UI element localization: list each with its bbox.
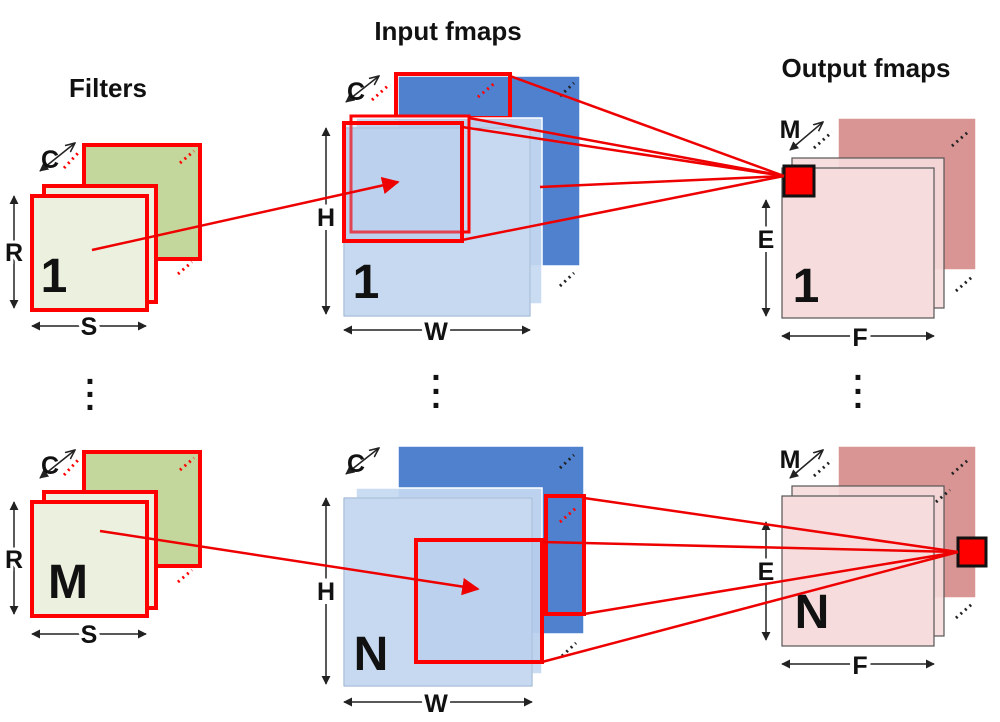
projection-line: [468, 116, 785, 178]
output-height-label: E: [758, 226, 775, 254]
svg-text:.: .: [85, 380, 94, 418]
filter-width-label-last: S: [81, 621, 98, 649]
filter-to-input-arrow-first: [91, 176, 400, 252]
output-fmaps-heading: Output fmaps: [782, 53, 951, 83]
input-channel-label: C: [347, 78, 365, 106]
filter-stack-last: C R S M: [2, 450, 202, 653]
filter-channel-label: C: [41, 146, 59, 174]
input-stack-first: C H W 1: [313, 72, 581, 350]
output-width-label: F: [852, 324, 867, 352]
projection-line: [583, 550, 959, 616]
input-index-first: 1: [353, 256, 380, 309]
filters-heading: Filters: [69, 73, 147, 103]
output-channel-label-last: M: [780, 446, 801, 474]
output-stack-last: M E F N: [754, 445, 988, 684]
input-height-label: H: [317, 204, 335, 232]
projection-line: [541, 550, 959, 664]
input-fmaps-heading: Input fmaps: [374, 16, 521, 46]
filter-stack-first: C R S 1: [2, 143, 202, 345]
output-width-label-last: F: [852, 652, 867, 680]
svg-text:.: .: [431, 364, 440, 402]
filter-height-label-last: R: [5, 546, 23, 574]
input-width-label: W: [424, 318, 448, 346]
projection-line: [583, 496, 959, 554]
filter-channel-label-last: C: [41, 452, 59, 480]
input-index-last: N: [354, 628, 389, 681]
filter-to-input-arrow-last: [99, 529, 480, 596]
filter-index-last: M: [48, 556, 88, 609]
svg-text:.: .: [431, 378, 440, 416]
input-stack-last: C H W N: [313, 445, 586, 722]
svg-text:.: .: [853, 378, 862, 416]
svg-text:.: .: [431, 350, 440, 388]
filter-width-label: S: [81, 313, 98, 341]
projection-line: [509, 74, 785, 178]
filter-index-first: 1: [41, 250, 68, 303]
vertical-ellipsis-row: . . . . . . . . .: [85, 350, 862, 418]
output-stack-first: M E F 1: [754, 116, 977, 356]
svg-text:.: .: [853, 350, 862, 388]
projection-line: [541, 540, 959, 554]
filter-height-label: R: [5, 239, 23, 267]
svg-text:.: .: [85, 367, 94, 405]
svg-text:.: .: [853, 364, 862, 402]
projection-line: [461, 174, 785, 242]
svg-text:.: .: [85, 354, 94, 392]
output-channel-label: M: [780, 116, 801, 144]
projection-line: [539, 174, 785, 189]
projection-line: [461, 125, 785, 178]
input-height-label-last: H: [317, 578, 335, 606]
connector-lines: [91, 74, 959, 664]
input-channel-label-last: C: [347, 450, 365, 478]
input-width-label-last: W: [424, 690, 448, 718]
output-index-first: 1: [793, 260, 820, 313]
